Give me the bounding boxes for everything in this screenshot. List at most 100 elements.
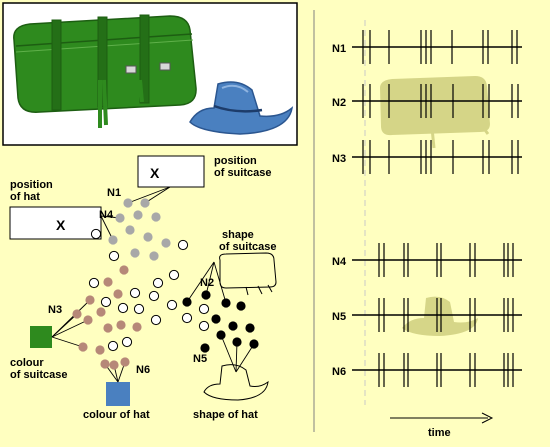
- neutral-neuron: [133, 303, 145, 315]
- spike-row-n6: N6: [332, 353, 522, 387]
- connection-line: [127, 186, 171, 204]
- spike-row-n1: N1: [332, 30, 522, 64]
- neuron-population: [72, 198, 259, 370]
- connection-line: [205, 261, 215, 296]
- colour-neuron: [72, 309, 82, 319]
- shape-neuron: [245, 323, 255, 333]
- neutral-neuron: [166, 299, 178, 311]
- neutral-neuron: [107, 340, 119, 352]
- position-neuron: [149, 251, 159, 261]
- spike-row-label: N5: [332, 311, 346, 323]
- suitcase-image: [13, 14, 197, 128]
- neutral-neuron: [181, 312, 193, 324]
- position-neuron: [115, 213, 125, 223]
- faded-hat: [402, 296, 478, 336]
- neutral-neuron: [168, 269, 180, 281]
- colour-neuron: [109, 360, 119, 370]
- position-neuron: [133, 210, 143, 220]
- time-arrow-head: [481, 412, 494, 424]
- neuron-label-n4: N4: [99, 209, 114, 221]
- colour-neuron: [85, 295, 95, 305]
- neuron-label-n1: N1: [107, 187, 121, 199]
- neutral-neuron: [148, 290, 160, 302]
- shape-neuron: [232, 337, 242, 347]
- connection-line: [213, 261, 227, 304]
- suitcase-position-box: [137, 155, 205, 188]
- neutral-neuron: [100, 296, 112, 308]
- position-neuron: [140, 198, 150, 208]
- spike-row-label: N6: [332, 366, 346, 378]
- colour-neuron: [100, 359, 110, 369]
- connection-line: [186, 261, 215, 303]
- colour-neuron: [78, 342, 88, 352]
- neutral-neuron: [152, 277, 164, 289]
- faded-suitcase: [380, 76, 490, 149]
- position-of-hat-label: position of hat: [10, 179, 56, 203]
- neuron-label-n2: N2: [200, 277, 214, 289]
- neutral-neuron: [198, 320, 210, 332]
- neutral-neuron: [121, 336, 133, 348]
- connection-line: [235, 343, 255, 373]
- neutral-neuron: [150, 314, 162, 326]
- connection-line: [51, 336, 84, 348]
- position-of-suitcase-label: position of suitcase: [214, 155, 271, 179]
- spike-row-label: N3: [332, 153, 346, 165]
- spike-row-label: N2: [332, 97, 346, 109]
- position-neuron: [108, 235, 118, 245]
- colour-neuron: [103, 323, 113, 333]
- spike-row-n3: N3: [332, 140, 522, 174]
- colour-neuron: [116, 320, 126, 330]
- suitcase-position-x: X: [150, 165, 160, 181]
- position-neuron: [143, 232, 153, 242]
- connection-line: [51, 299, 91, 338]
- shape-neuron: [200, 343, 210, 353]
- shape-neuron: [228, 321, 238, 331]
- position-neuron: [151, 212, 161, 222]
- colour-neuron: [119, 265, 129, 275]
- colour-neuron: [95, 345, 105, 355]
- colour-of-hat-label: colour of hat: [83, 409, 150, 421]
- neutral-neuron: [88, 277, 100, 289]
- connection-line: [235, 341, 238, 373]
- spike-row-label: N1: [332, 43, 346, 55]
- neutral-neuron: [117, 302, 129, 314]
- connection-line: [144, 186, 171, 204]
- neutral-neuron: [108, 250, 120, 262]
- hat-position-x: X: [56, 217, 66, 233]
- time-label: time: [428, 427, 451, 439]
- hat-colour-swatch: [106, 382, 130, 406]
- suitcase-shape-drawing: [219, 252, 277, 296]
- colour-neuron: [132, 322, 142, 332]
- shape-neuron: [211, 314, 221, 324]
- spike-row-label: N4: [332, 256, 347, 268]
- photo-panel: [2, 2, 298, 146]
- spike-row-n2: N2: [332, 84, 522, 118]
- position-neuron: [130, 248, 140, 258]
- colour-neuron: [113, 289, 123, 299]
- shape-neuron: [249, 339, 259, 349]
- neuron-label-n5: N5: [193, 353, 207, 365]
- hat-position-box: [9, 206, 102, 240]
- suitcase-colour-swatch: [30, 326, 52, 348]
- colour-neuron: [83, 315, 93, 325]
- shape-neuron: [236, 301, 246, 311]
- colour-neuron: [96, 307, 106, 317]
- shape-neuron: [216, 330, 226, 340]
- shape-neuron: [201, 290, 211, 300]
- spike-row-n4: N4: [332, 243, 522, 277]
- connection-line: [220, 334, 237, 373]
- colour-neuron: [103, 277, 113, 287]
- hat-image: [189, 81, 294, 135]
- hat-shape-drawing: [203, 364, 269, 401]
- position-neuron: [123, 198, 133, 208]
- neuron-label-n6: N6: [136, 364, 150, 376]
- neutral-neuron: [177, 239, 189, 251]
- neutral-neuron: [90, 228, 102, 240]
- position-neuron: [161, 238, 171, 248]
- shape-neuron: [182, 297, 192, 307]
- colour-of-suitcase-label: colour of suitcase: [10, 357, 67, 381]
- connection-line: [51, 319, 89, 338]
